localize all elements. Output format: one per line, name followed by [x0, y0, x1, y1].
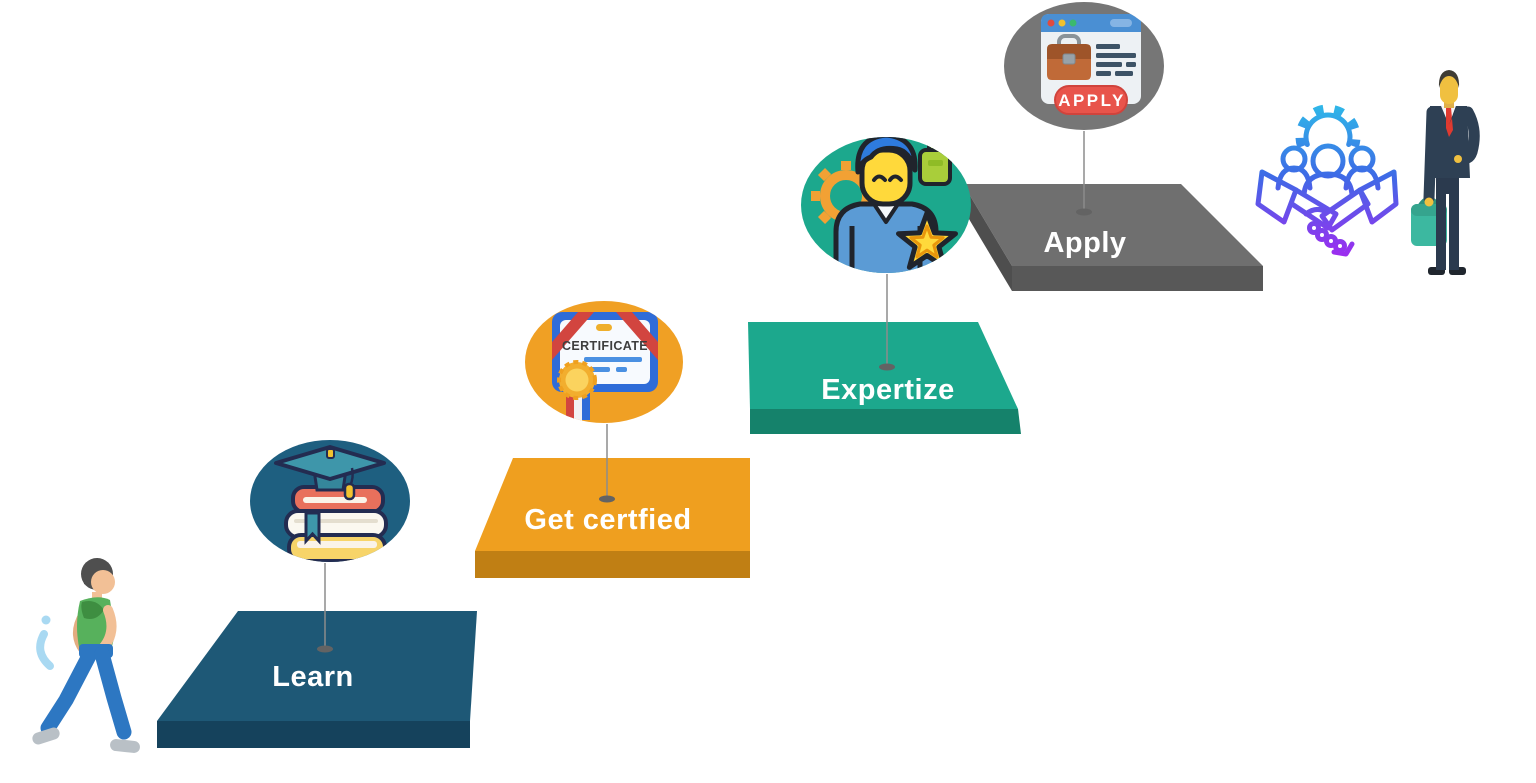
- learn-platform-side: [157, 721, 470, 748]
- get-certified-platform-top: [475, 458, 750, 551]
- learn-platform-top: [157, 611, 477, 721]
- learn-connector-dot: [317, 645, 333, 653]
- businessman-illustration: [1411, 70, 1480, 275]
- get-certified-ellipse-badge: CERTIFICATE: [525, 301, 683, 423]
- apply-ellipse-badge: APPLY: [1004, 2, 1164, 130]
- learn-label: Learn: [272, 661, 353, 693]
- expertize-connector-dot: [879, 363, 895, 371]
- apply-button-text: APPLY: [1058, 91, 1126, 110]
- apply-connector-dot: [1076, 208, 1092, 216]
- connector-dots: [317, 208, 1092, 653]
- learn-ellipse-badge: [250, 440, 410, 562]
- certificate-icon: CERTIFICATE: [552, 312, 658, 423]
- connector-lines: [324, 131, 1085, 646]
- step-platforms: [157, 184, 1263, 748]
- expert-person-star-icon: [811, 137, 958, 273]
- expertize-label: Expertize: [821, 374, 954, 406]
- apply-label: Apply: [1043, 227, 1126, 259]
- certificate-title-text: CERTIFICATE: [562, 339, 648, 353]
- teamwork-handshake-icon: [1255, 104, 1399, 257]
- apply-platform-left-side: [963, 184, 1012, 291]
- job-application-browser-icon: APPLY: [1041, 14, 1141, 115]
- apply-platform-top: [963, 184, 1263, 266]
- get-certified-platform-side: [475, 551, 750, 578]
- walking-person-illustration: [32, 558, 140, 753]
- apply-platform-side: [1012, 266, 1263, 291]
- get-certified-label: Get certfied: [524, 504, 691, 536]
- expertize-ellipse-badge: [801, 137, 971, 273]
- get-certified-connector-dot: [599, 495, 615, 503]
- graduation-cap-books-icon: [274, 445, 388, 562]
- expertize-platform-side: [750, 409, 1021, 434]
- step-labels: Learn Get certfied Expertize Apply: [272, 227, 1126, 693]
